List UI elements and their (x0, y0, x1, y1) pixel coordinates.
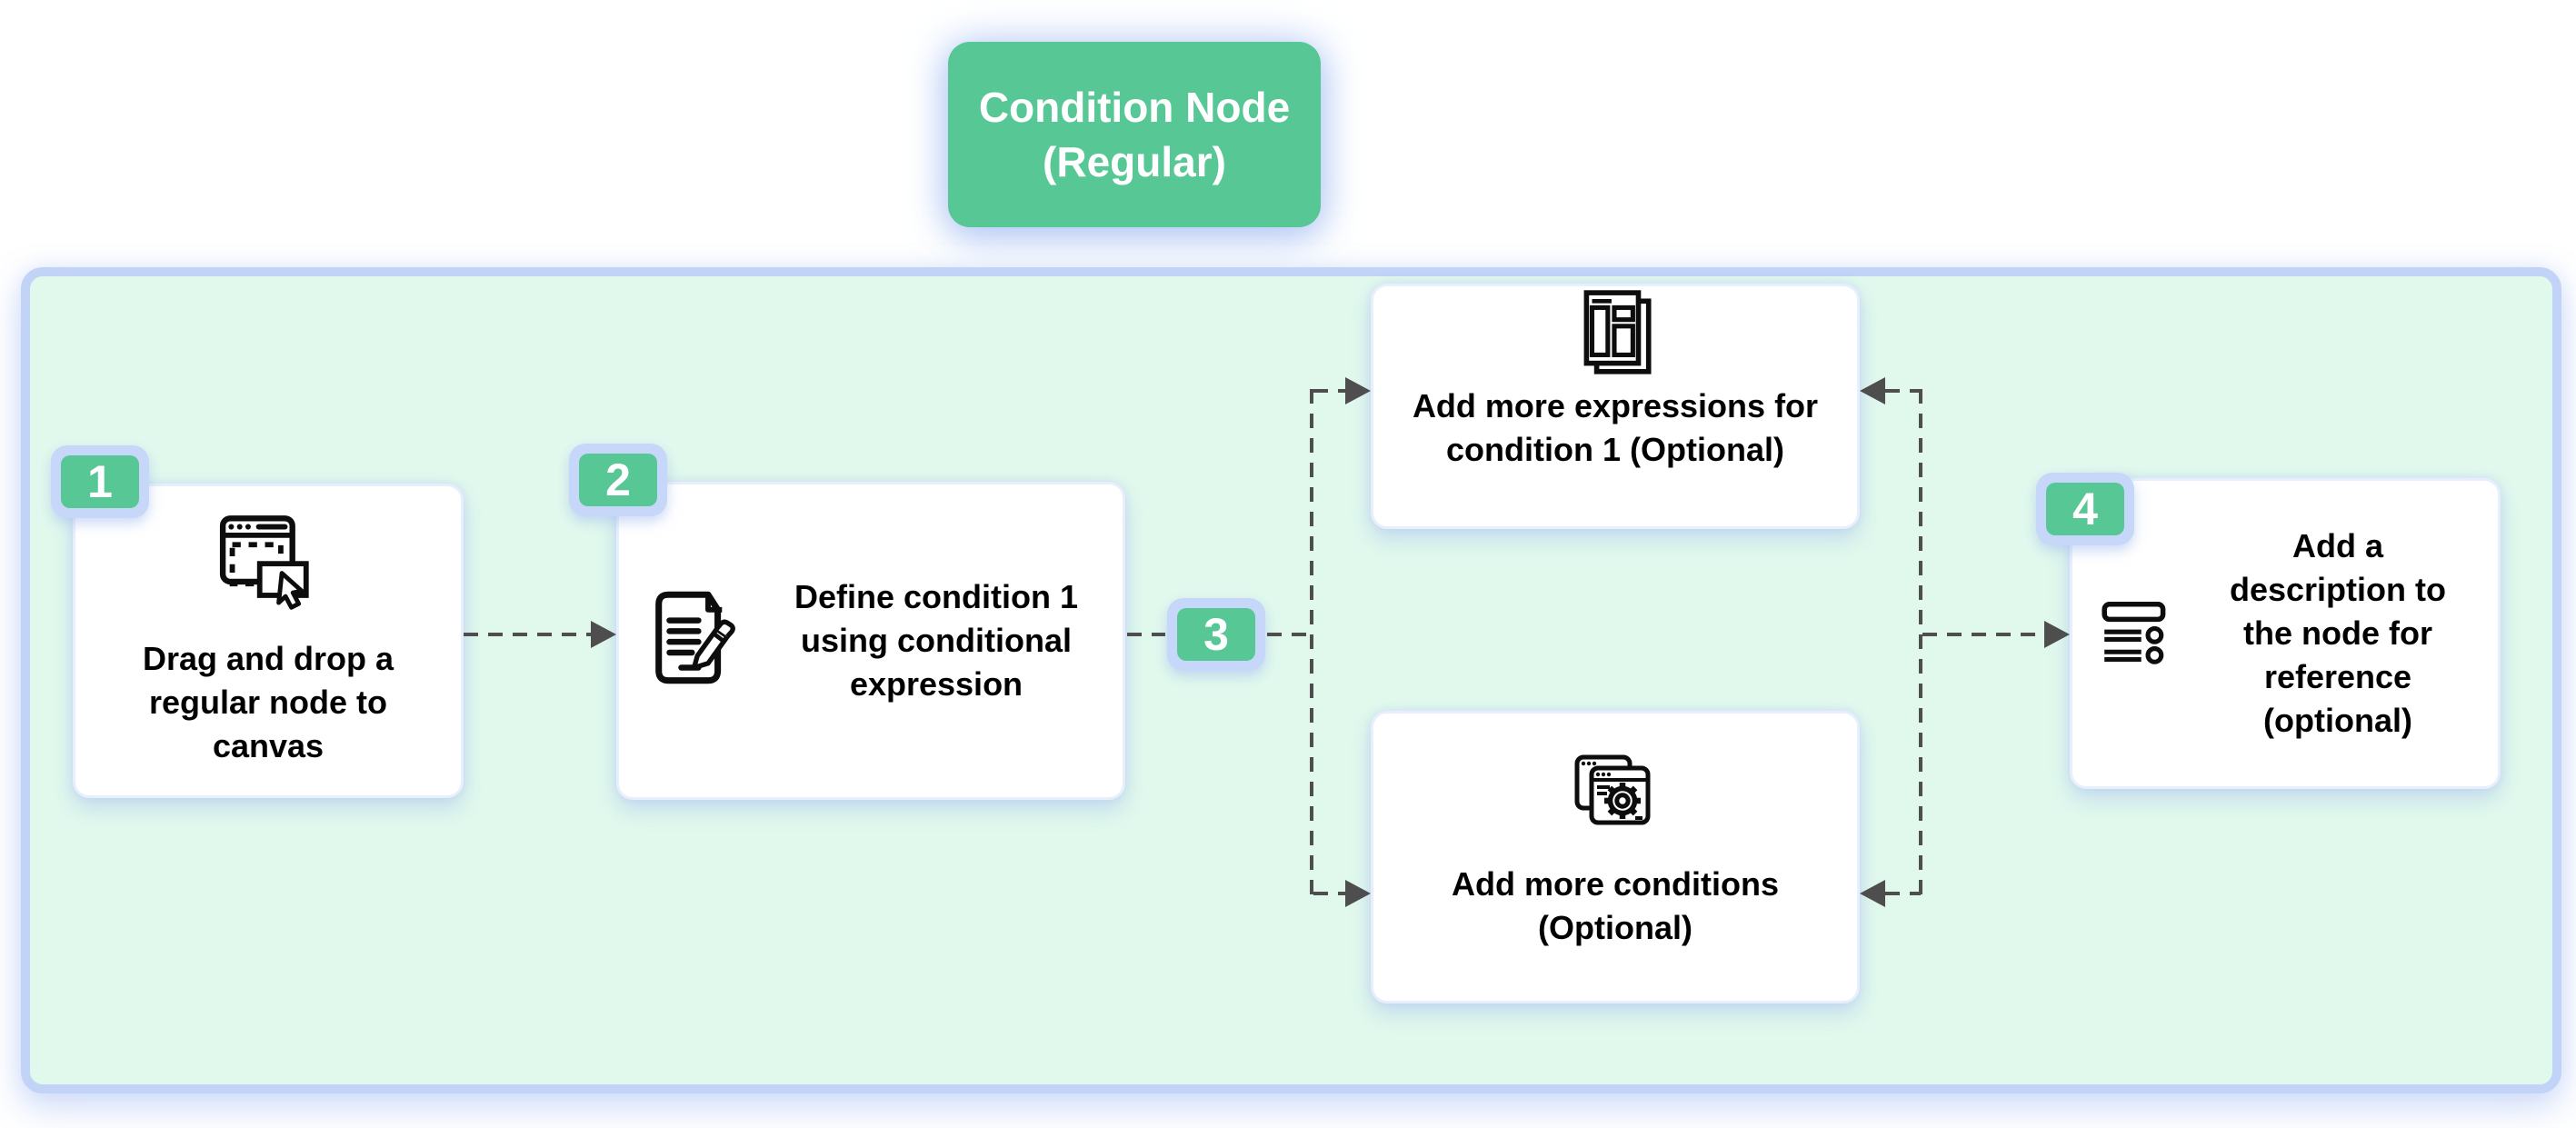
connector-branch-optional-top-left (1313, 389, 1347, 393)
branch-line-right (1919, 389, 1922, 895)
step4-card: Add a description to the node for refere… (2070, 478, 2501, 789)
window-gear-icon (1570, 748, 1661, 839)
optional-expressions-card: Add more expressions for condition 1 (Op… (1371, 284, 1860, 529)
step4-badge-number: 4 (2072, 484, 2098, 534)
arrowhead-into-optional-top-right (1860, 377, 1885, 404)
step2-card: Define condition 1 using conditional exp… (616, 482, 1125, 800)
arrowhead-into-optional-top-left (1345, 377, 1371, 404)
step2-label: Define condition 1 using conditional exp… (794, 578, 1078, 703)
step3-badge-number: 3 (1203, 609, 1229, 660)
diagram-title-line1: Condition Node (978, 84, 1291, 131)
connector-step1-step2 (464, 633, 591, 636)
document-pencil-icon (643, 587, 750, 694)
connector-branch-step4 (1922, 633, 2046, 636)
optional-conditions-card: Add more conditions (Optional) (1371, 711, 1860, 1003)
optional-conditions-label: Add more conditions (Optional) (1452, 865, 1779, 946)
step1-badge: 1 (51, 445, 149, 518)
connector-step2-badge3 (1127, 633, 1165, 636)
optional-expressions-label: Add more expressions for condition 1 (Op… (1412, 387, 1819, 468)
step2-badge: 2 (569, 444, 667, 516)
arrowhead-into-optional-bottom-right (1860, 880, 1885, 907)
step1-card: Drag and drop a regular node to canvas (73, 484, 464, 798)
branch-line-left (1310, 389, 1313, 895)
connector-optional-bottom-right (1885, 892, 1921, 895)
arrowhead-into-step2 (591, 621, 616, 648)
drag-drop-window-icon (215, 510, 321, 615)
connector-optional-top-right (1885, 389, 1921, 393)
description-list-icon (2096, 592, 2180, 675)
arrowhead-into-step4 (2044, 621, 2070, 648)
arrowhead-into-optional-bottom-left (1345, 880, 1371, 907)
step1-badge-number: 1 (87, 456, 113, 507)
step4-badge: 4 (2036, 473, 2134, 545)
connector-badge3-branch (1267, 633, 1312, 636)
layout-pages-icon (1569, 288, 1662, 381)
step4-label: Add a description to the node for refere… (2229, 527, 2446, 739)
step1-label: Drag and drop a regular node to canvas (142, 640, 394, 764)
step3-badge: 3 (1167, 598, 1265, 671)
connector-branch-optional-bottom-left (1313, 892, 1347, 895)
diagram-title-line2: (Regular) (1043, 138, 1226, 185)
diagram-title-node: Condition Node (Regular) (948, 42, 1321, 227)
step2-badge-number: 2 (605, 454, 631, 505)
